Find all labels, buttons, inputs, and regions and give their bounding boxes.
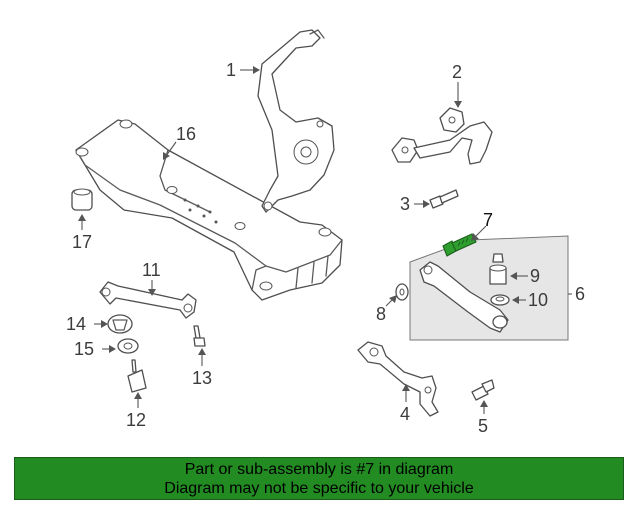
- callout-10: 10: [528, 290, 548, 310]
- part-15-bushing[interactable]: [117, 338, 139, 354]
- callout-6: 6: [575, 284, 585, 304]
- callout-3: 3: [400, 194, 410, 214]
- part-8-washer[interactable]: [395, 283, 409, 301]
- part-16-crossmember[interactable]: [75, 119, 343, 301]
- notice-line-1: Part or sub-assembly is #7 in diagram: [184, 460, 454, 478]
- callout-12: 12: [126, 410, 146, 430]
- part-17-bushing[interactable]: [71, 188, 93, 211]
- callout-8: 8: [376, 304, 386, 324]
- callout-17: 17: [72, 232, 92, 252]
- part-9-bushing[interactable]: [489, 253, 507, 285]
- callout-11: 11: [142, 260, 161, 280]
- callout-14: 14: [66, 314, 86, 334]
- part-11-lateral-link[interactable]: [99, 281, 197, 319]
- callout-16: 16: [176, 124, 196, 144]
- callout-1: 1: [226, 60, 236, 80]
- callout-labels: 1 2 3 4 5 6 7 8 9 10 11 12 13 14 15 16 1…: [66, 60, 585, 436]
- callout-4: 4: [400, 404, 410, 424]
- part-6-lower-arm[interactable]: [419, 261, 509, 333]
- vehicle-fit-notice: Part or sub-assembly is #7 in diagram Di…: [14, 457, 624, 500]
- part-12-bolt[interactable]: [127, 359, 147, 393]
- parts-diagram: 1 2 3 4 5 6 7 8 9 10 11 12 13 14 15 16 1…: [66, 29, 585, 436]
- callout-5: 5: [478, 416, 488, 436]
- notice-line-2: Diagram may not be specific to your vehi…: [164, 479, 474, 497]
- callout-13: 13: [192, 368, 212, 388]
- part-7-bolt-highlighted[interactable]: [442, 233, 477, 257]
- leader-lines: [78, 66, 572, 414]
- callout-15: 15: [74, 339, 94, 359]
- callout-9: 9: [530, 266, 540, 286]
- part-13-bolt[interactable]: [193, 325, 206, 347]
- part-4-trailing-link[interactable]: [357, 341, 439, 417]
- part-10-washer[interactable]: [490, 294, 510, 306]
- part-1-knuckle[interactable]: [257, 29, 335, 213]
- part-3-bolt[interactable]: [429, 189, 459, 209]
- part-2-upper-arm[interactable]: [391, 107, 493, 165]
- part-5-bolt[interactable]: [471, 379, 495, 401]
- callout-2: 2: [452, 62, 462, 82]
- callout-7-highlighted: 7: [483, 210, 493, 230]
- part-14-bushing[interactable]: [107, 314, 133, 334]
